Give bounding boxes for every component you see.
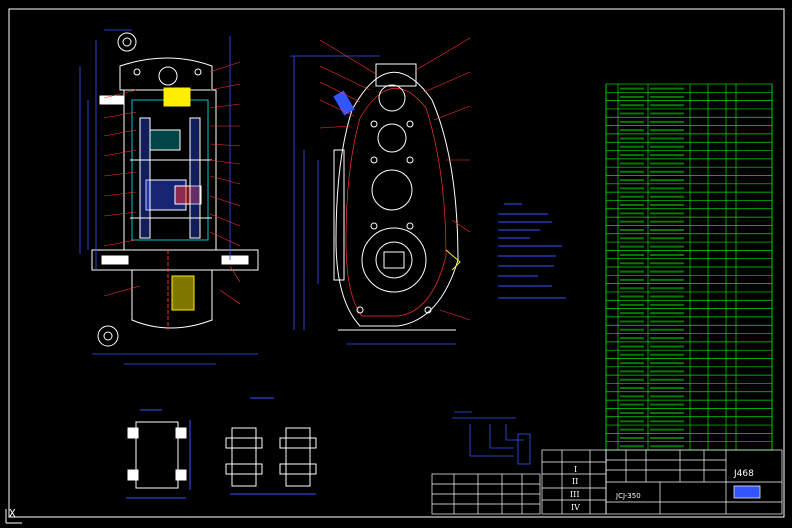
svg-text:I: I bbox=[574, 465, 577, 474]
front-section-view[interactable] bbox=[91, 32, 259, 347]
svg-text:III: III bbox=[570, 490, 579, 499]
title-block[interactable] bbox=[605, 449, 783, 515]
model-designation-callout bbox=[452, 411, 531, 465]
front-view-leaders bbox=[103, 61, 241, 305]
svg-text:II: II bbox=[572, 477, 578, 486]
side-elevation-view[interactable] bbox=[333, 63, 459, 331]
front-view-dimensions bbox=[79, 29, 258, 365]
detail-view-base[interactable] bbox=[126, 409, 191, 499]
svg-text:IV: IV bbox=[571, 503, 580, 512]
detail-view-bolts[interactable] bbox=[225, 397, 317, 495]
parts-list-table[interactable] bbox=[605, 83, 773, 451]
revision-table[interactable] bbox=[431, 473, 541, 515]
drawing-number: J468 bbox=[733, 469, 754, 479]
ucs-axis-icon bbox=[5, 509, 22, 524]
side-view-leaders bbox=[319, 37, 471, 321]
side-view-dimensions bbox=[290, 55, 456, 345]
model-label: JCJ-350 bbox=[615, 492, 641, 500]
axis-indicator-label: X bbox=[9, 507, 16, 520]
stage-table[interactable]: I II III IV bbox=[541, 449, 607, 515]
technical-notes bbox=[498, 203, 566, 299]
side-view-accents bbox=[333, 90, 461, 271]
sheet-border bbox=[8, 8, 785, 518]
